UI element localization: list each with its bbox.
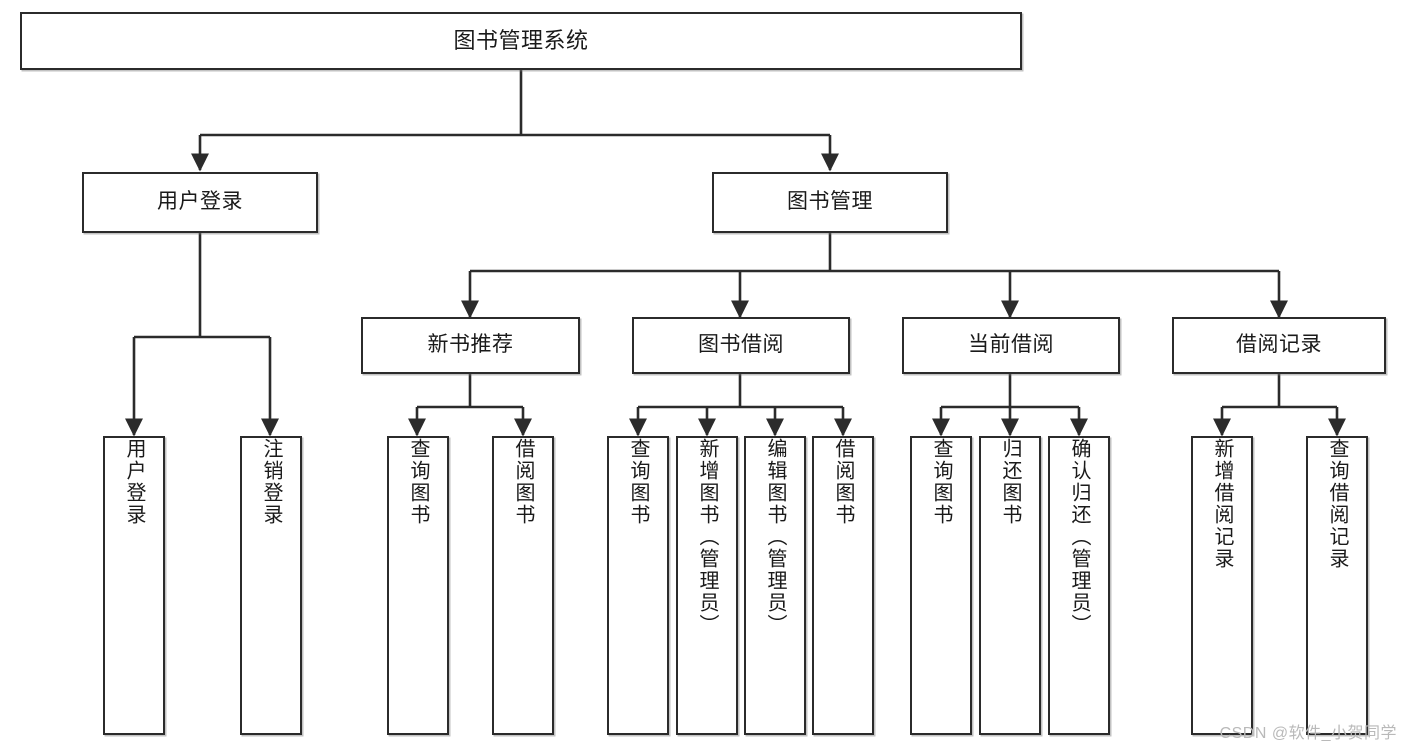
node-label: 新书推荐: [427, 333, 514, 357]
node-label: 查询图书: [627, 438, 649, 526]
leaf-borrow-edit-book-admin[interactable]: 编辑图书（管理员）: [744, 436, 806, 735]
node-label: 确认归还（管理员）: [1068, 438, 1090, 636]
leaf-user-login[interactable]: 用户登录: [103, 436, 165, 735]
node-label: 借阅记录: [1236, 333, 1322, 357]
node-label: 查询图书: [407, 438, 429, 526]
leaf-record-add-borrow-record[interactable]: 新增借阅记录: [1191, 436, 1253, 735]
node-borrow-record[interactable]: 借阅记录: [1172, 317, 1386, 374]
node-label: 当前借阅: [968, 333, 1054, 357]
csdn-watermark: CSDN @软件_小贺同学: [1219, 725, 1397, 742]
node-label: 注销登录: [260, 438, 282, 526]
leaf-current-query-book[interactable]: 查询图书: [910, 436, 972, 735]
node-current-borrow[interactable]: 当前借阅: [902, 317, 1120, 374]
node-label: 编辑图书（管理员）: [764, 438, 786, 636]
node-label: 借阅图书: [832, 438, 854, 526]
node-label: 新增图书（管理员）: [696, 438, 718, 636]
node-label: 用户登录: [157, 190, 243, 214]
leaf-current-confirm-return-admin[interactable]: 确认归还（管理员）: [1048, 436, 1110, 735]
leaf-newbook-borrow-book[interactable]: 借阅图书: [492, 436, 554, 735]
leaf-user-logout[interactable]: 注销登录: [240, 436, 302, 735]
node-label: 借阅图书: [512, 438, 534, 526]
leaf-borrow-add-book-admin[interactable]: 新增图书（管理员）: [676, 436, 738, 735]
node-label: 新增借阅记录: [1211, 438, 1233, 570]
node-book-borrow[interactable]: 图书借阅: [632, 317, 850, 374]
node-label: 用户登录: [123, 438, 145, 526]
leaf-borrow-borrow-book[interactable]: 借阅图书: [812, 436, 874, 735]
node-root-book-management-system[interactable]: 图书管理系统: [20, 12, 1022, 70]
node-book-management[interactable]: 图书管理: [712, 172, 948, 233]
node-new-book-recommend[interactable]: 新书推荐: [361, 317, 580, 374]
node-label: 查询借阅记录: [1326, 438, 1348, 570]
node-label: 图书借阅: [698, 333, 784, 357]
node-label: 归还图书: [999, 438, 1021, 526]
leaf-borrow-query-book[interactable]: 查询图书: [607, 436, 669, 735]
node-label: 图书管理系统: [453, 28, 589, 54]
leaf-record-query-borrow-record[interactable]: 查询借阅记录: [1306, 436, 1368, 735]
node-label: 查询图书: [930, 438, 952, 526]
leaf-current-return-book[interactable]: 归还图书: [979, 436, 1041, 735]
leaf-newbook-query-book[interactable]: 查询图书: [387, 436, 449, 735]
node-user-login[interactable]: 用户登录: [82, 172, 318, 233]
node-label: 图书管理: [787, 190, 873, 214]
